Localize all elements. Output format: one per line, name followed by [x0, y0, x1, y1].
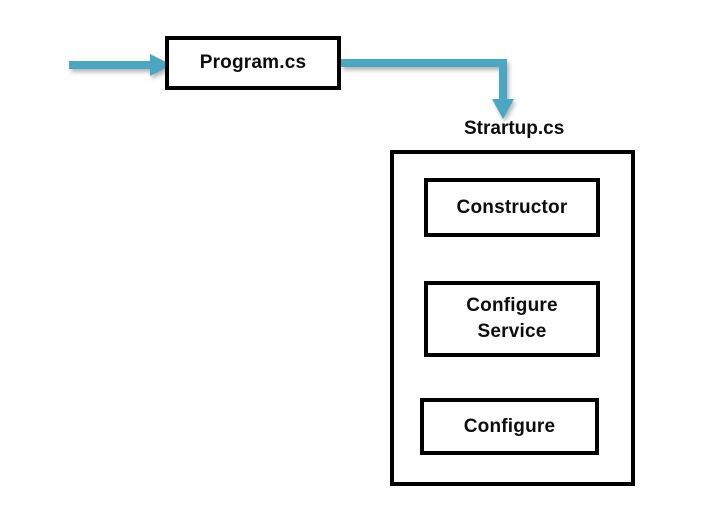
- node-program-cs[interactable]: Program.cs: [165, 36, 341, 90]
- entry-arrow: [69, 54, 172, 76]
- node-configure[interactable]: Configure: [420, 398, 599, 455]
- node-constructor[interactable]: Constructor: [424, 178, 600, 237]
- node-configure-service-label-line2: Service: [477, 321, 547, 342]
- node-configure-service-label-line1: Configure: [466, 295, 558, 317]
- node-configure-service[interactable]: Configure Service: [424, 281, 600, 357]
- program-to-startup-arrow: [341, 59, 514, 119]
- node-constructor-label: Constructor: [456, 196, 568, 218]
- node-configure-label: Configure: [463, 415, 556, 437]
- node-program-cs-label: Program.cs: [199, 52, 307, 74]
- startup-cs-label: Strartup.cs: [464, 118, 565, 139]
